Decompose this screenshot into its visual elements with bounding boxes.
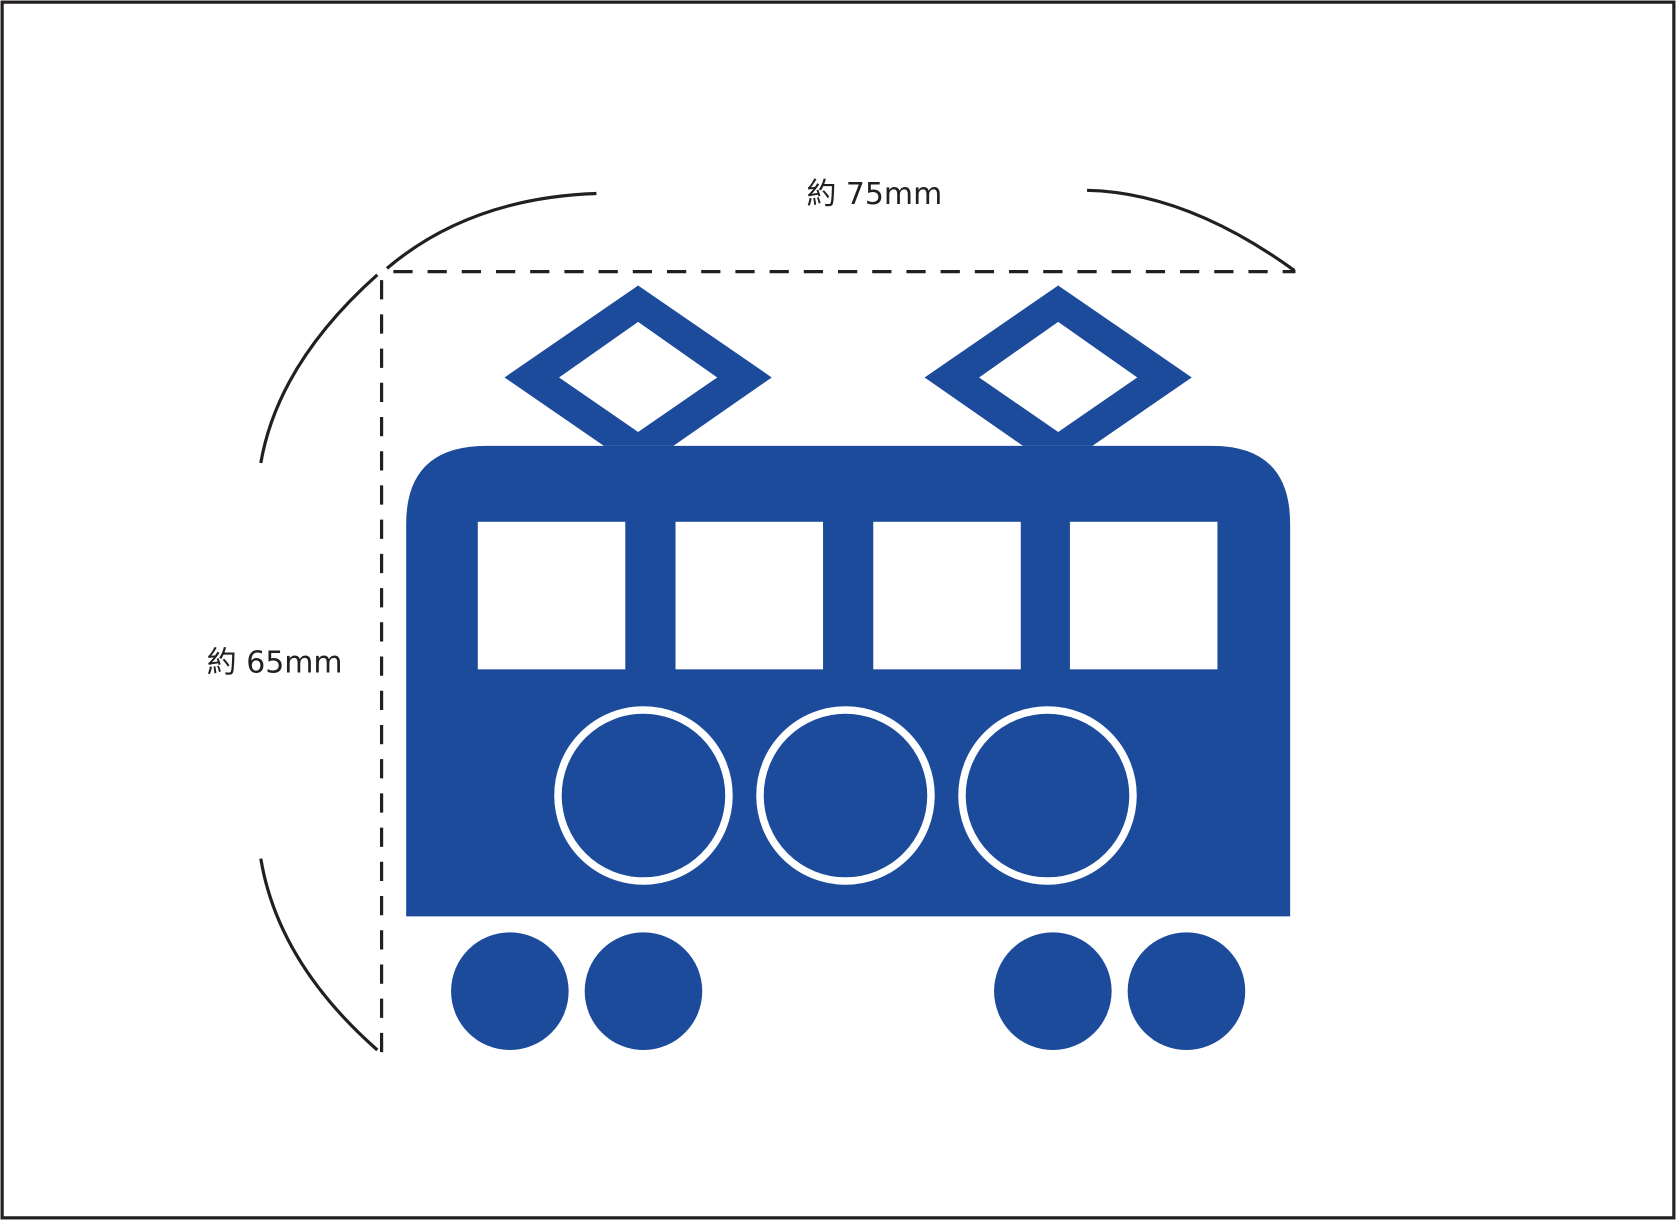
wheel [451,932,569,1050]
width-arc-left [385,191,597,270]
window [873,521,1021,670]
pantograph-left-icon [504,285,772,446]
width-dimension [385,188,1296,274]
window [477,521,626,670]
width-arc-right [1087,188,1296,272]
train-icon [406,285,1291,1050]
wheels [451,932,1246,1050]
wheel [1127,932,1246,1050]
body-circle [756,706,935,885]
pantograph-right-icon [924,285,1192,446]
body-circle [958,706,1137,885]
body-circle [554,706,733,885]
height-label: 約 65mm [207,646,343,681]
body-circles [554,706,1137,885]
height-arc-top [259,273,379,464]
wheel [994,932,1112,1050]
width-label: 約 75mm [806,177,942,212]
wheel [584,932,703,1050]
window [1069,521,1218,670]
train-body [406,445,1291,917]
windows [477,521,1218,670]
height-dimension [259,273,384,1054]
window [675,521,824,670]
height-arc-bottom [259,858,379,1052]
